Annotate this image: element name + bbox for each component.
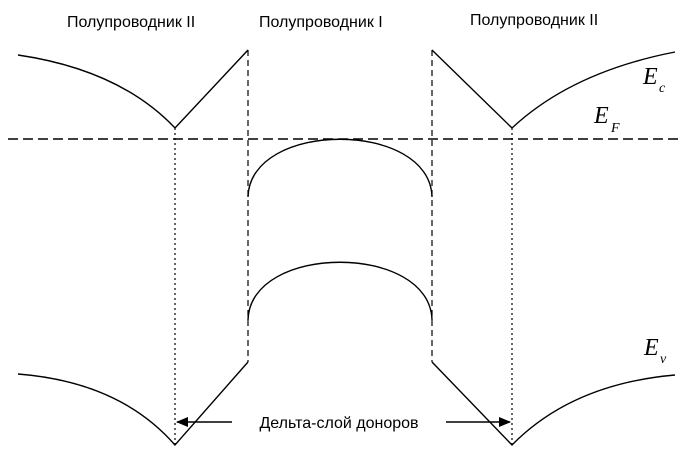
valence-band-left [17,361,249,447]
fermi-level-symbol: E [593,103,609,129]
semiconductor-i-label: Полупроводник I [259,14,383,31]
valence-band-right [431,361,676,447]
valence-band-symbol: E [643,335,659,361]
conduction-band-symbol: E [642,64,658,90]
valence-band-subscript: v [660,352,667,367]
conduction-band-right [431,49,676,129]
fermi-level-subscript: F [610,121,620,136]
conduction-band-subscript: c [659,81,666,96]
conduction-band-well [247,138,433,198]
semiconductor-ii-left-label: Полупроводник II [67,14,195,31]
conduction-band-left [17,49,249,130]
valence-band-well [247,261,433,321]
delta-layer-label: Дельта-слой доноров [259,415,418,432]
semiconductor-ii-right-label: Полупроводник II [470,12,598,29]
